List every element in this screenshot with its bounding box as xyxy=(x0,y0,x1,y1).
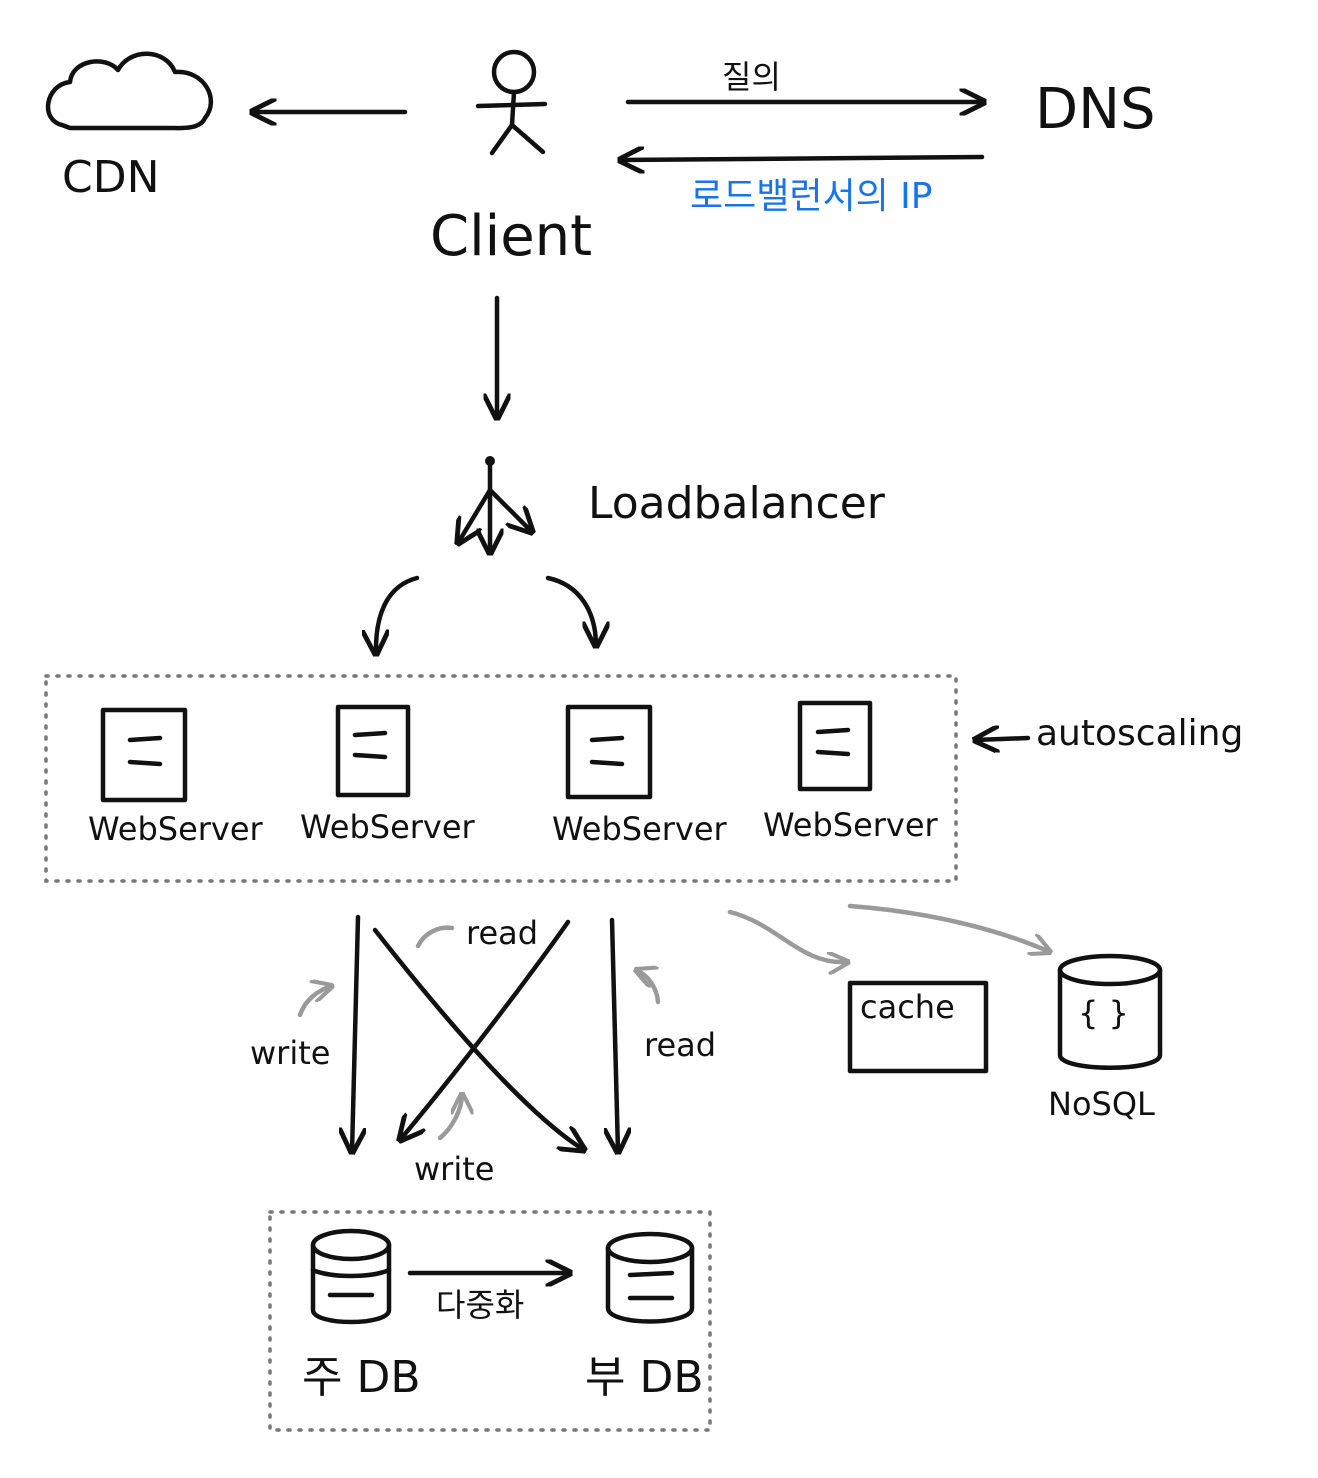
write-label-2: write xyxy=(414,1150,494,1188)
read-arrow-replica xyxy=(612,917,618,1152)
load-balancer-label: Loadbalancer xyxy=(588,478,886,529)
database-icon xyxy=(1057,953,1163,1070)
database-group xyxy=(268,1210,712,1432)
primary-db-node: 주 DB xyxy=(302,1228,421,1403)
webserver-4: WebServer xyxy=(763,700,939,844)
lb-to-server-left-arrow xyxy=(376,575,420,654)
autoscaling-arrow xyxy=(975,738,1031,740)
read-label-2: read xyxy=(644,1026,716,1064)
lb-ip-label: 로드밸런서의 IP xyxy=(690,176,933,217)
client-label: Client xyxy=(430,204,592,269)
autoscaling-group xyxy=(44,674,958,883)
server-to-cache-arrow xyxy=(727,909,848,962)
cache-node: cache xyxy=(847,980,989,1074)
read-label-1: read xyxy=(466,914,538,952)
server-icon xyxy=(565,704,653,800)
read-hint-arrow-2 xyxy=(636,970,661,1005)
write-hint-arrow-2 xyxy=(437,1094,462,1141)
write-arrow-primary xyxy=(352,914,358,1152)
query-label: 질의 xyxy=(722,58,781,96)
write-cross-arrow xyxy=(400,919,571,1140)
write-hint-arrow-1 xyxy=(297,986,332,1018)
cache-box xyxy=(847,980,989,1074)
server-icon xyxy=(100,707,188,803)
read-cross-arrow xyxy=(372,927,584,1150)
webserver-2-label: WebServer xyxy=(300,808,476,846)
server-to-nosql-arrow xyxy=(847,903,1050,952)
webserver-4-label: WebServer xyxy=(763,806,939,844)
autoscaling-label: autoscaling xyxy=(1036,713,1243,754)
nosql-node: { } NoSQL xyxy=(1048,953,1163,1123)
database-icon xyxy=(605,1231,695,1324)
client-node: Client xyxy=(430,49,592,269)
webserver-1-label: WebServer xyxy=(88,810,264,848)
load-balancer-node: Loadbalancer xyxy=(458,456,886,553)
replication-label: 다중화 xyxy=(436,1286,524,1324)
webserver-3: WebServer xyxy=(552,704,728,848)
webserver-3-label: WebServer xyxy=(552,810,728,848)
dns-response-arrow xyxy=(620,157,985,160)
stick-figure-icon xyxy=(475,49,548,156)
write-label-1: write xyxy=(250,1034,330,1072)
dns-label: DNS xyxy=(1035,77,1156,142)
cloud-icon xyxy=(45,51,214,131)
read-hint-arrow-1 xyxy=(415,925,455,949)
cdn-node: CDN xyxy=(45,51,214,203)
lb-to-server-right-arrow xyxy=(545,575,596,646)
load-balancer-icon xyxy=(458,456,532,553)
webserver-1: WebServer xyxy=(88,707,264,848)
primary-db-label: 주 DB xyxy=(302,1352,421,1403)
webserver-2: WebServer xyxy=(300,704,476,846)
nosql-label: NoSQL xyxy=(1048,1085,1155,1123)
server-icon xyxy=(335,704,411,798)
nosql-symbol: { } xyxy=(1078,994,1129,1032)
replica-db-label: 부 DB xyxy=(585,1352,704,1403)
server-icon xyxy=(797,700,873,792)
replica-db-node: 부 DB xyxy=(585,1231,704,1403)
cdn-label: CDN xyxy=(62,152,160,203)
cache-label: cache xyxy=(860,988,955,1026)
database-icon xyxy=(310,1228,392,1325)
